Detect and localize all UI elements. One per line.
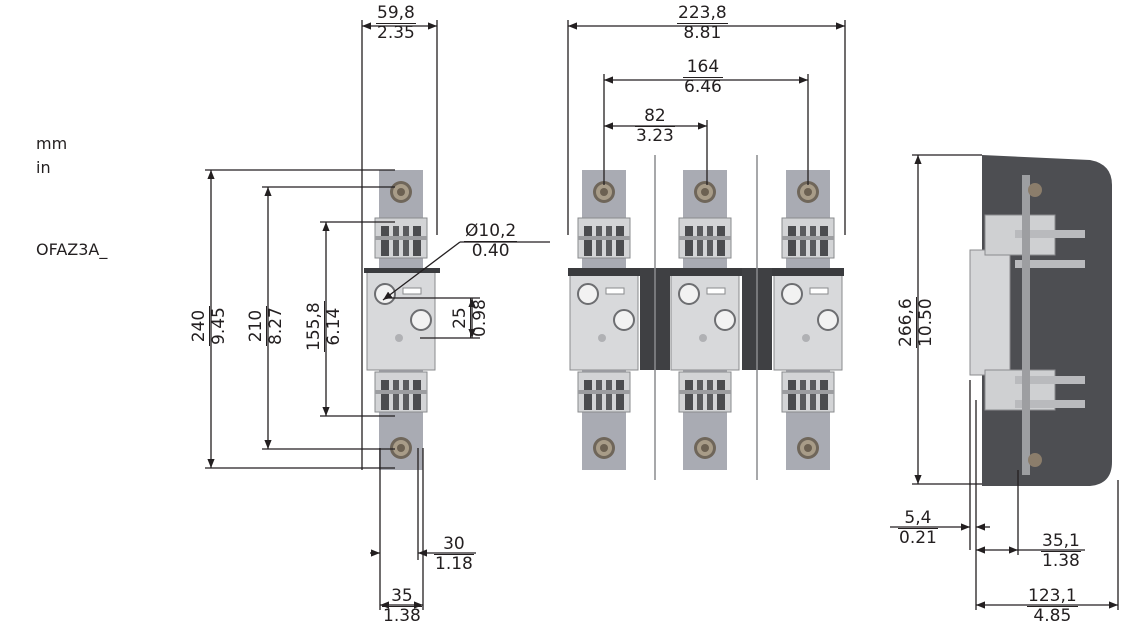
single-pole-view [364, 170, 440, 470]
three-pole-view [568, 155, 844, 480]
unit-mm-label: mm [36, 134, 68, 153]
unit-in-label: in [36, 158, 51, 177]
model-label: OFAZ3A_ [36, 240, 108, 259]
side-view [969, 155, 1112, 486]
